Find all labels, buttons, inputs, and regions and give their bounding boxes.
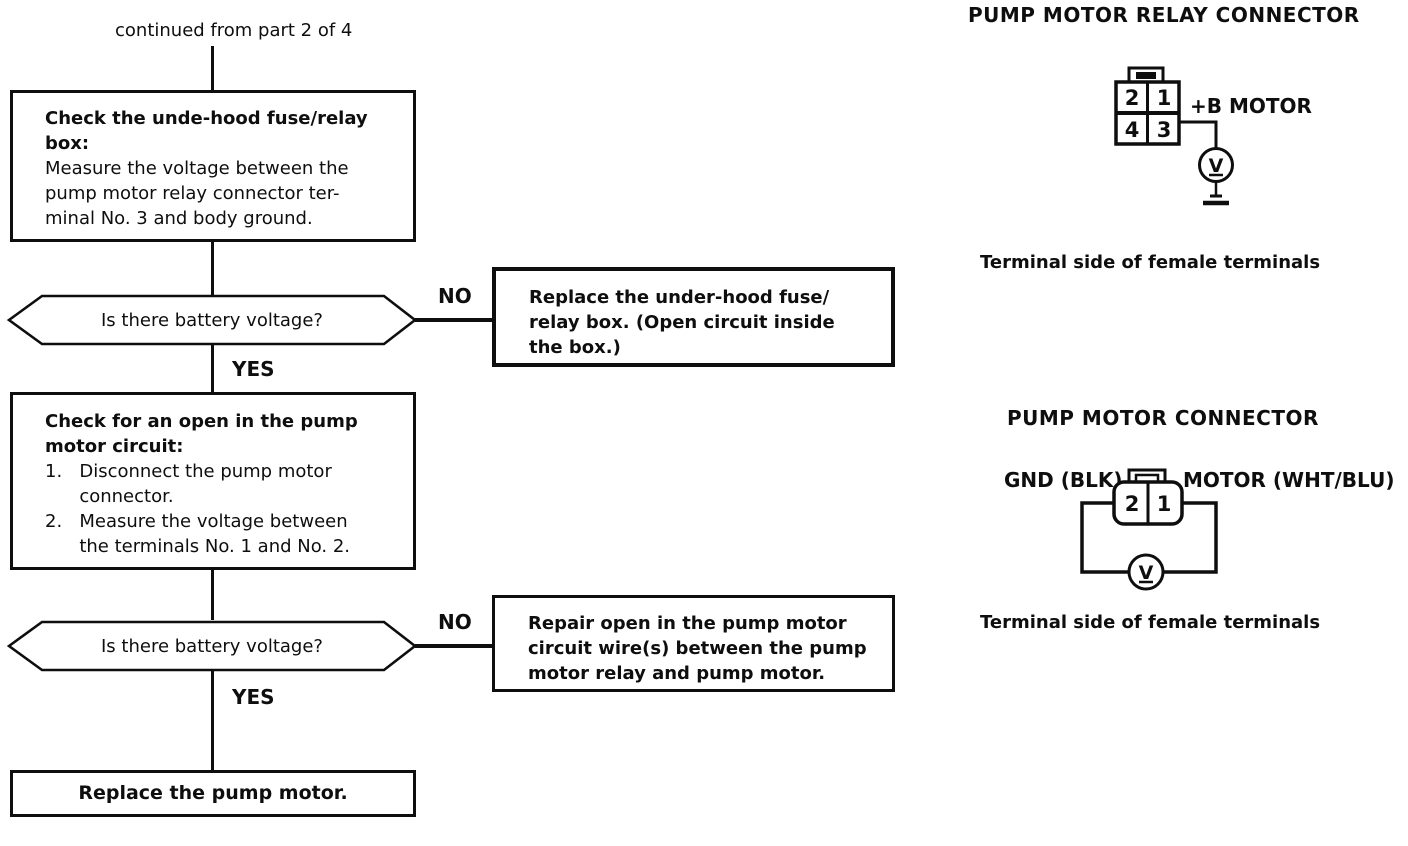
gnd-label: GND (BLK) [1004,468,1123,492]
flow-line [211,46,214,91]
flow-line [211,345,214,393]
motor-wire [1163,501,1218,574]
decision-battery-voltage-2: Is there battery voltage? [6,619,418,673]
yes-label: YES [232,357,275,381]
box-body-lines: Replace the under-hood fuse/relay box. (… [529,287,835,358]
gnd-wire [1080,501,1129,574]
terminal-2: 2 [1125,86,1140,110]
decision-question: Is there battery voltage? [101,309,323,331]
motor-label: MOTOR (WHT/BLU) [1183,468,1395,492]
yes-label: YES [232,685,275,709]
pump-connector-diagram: 2 1 V [1080,468,1218,591]
b-motor-label: +B MOTOR [1190,94,1312,118]
box-text: Replace the pump motor. [78,782,348,804]
terminal-1: 1 [1157,492,1172,516]
terminal-1: 1 [1157,86,1172,110]
flow-line [211,671,214,771]
relay-connector-diagram: 2 1 4 3 V [1114,66,1234,206]
no-label: NO [438,284,472,308]
box-step-lines: 1. Disconnect the pump motor connector.2… [45,461,351,557]
decision-hexagon-shape [6,294,418,346]
flow-line [211,240,214,295]
no-branch-line [415,644,493,648]
pump-connector-heading: PUMP MOTOR CONNECTOR [1007,406,1319,430]
voltmeter-icon [1127,553,1165,591]
voltmeter-label: V [1209,155,1224,177]
terminal-2: 2 [1125,492,1140,516]
decision-hexagon-shape [6,620,418,672]
continued-from-label: continued from part 2 of 4 [115,20,353,41]
terminal-4: 4 [1125,118,1140,142]
connector-tab-detail [1136,72,1156,79]
no-branch-line [415,318,493,322]
action-box-replace-pump-motor: Replace the pump motor. [10,770,416,817]
terminal-3: 3 [1157,118,1172,142]
relay-connector-caption: Terminal side of female terminals [980,252,1321,273]
relay-connector-heading: PUMP MOTOR RELAY CONNECTOR [968,3,1360,27]
flow-line [211,567,214,620]
decision-question: Is there battery voltage? [101,635,323,657]
probe-wire [1179,120,1218,148]
pump-connector-caption: Terminal side of female terminals [980,612,1321,633]
voltmeter-label: V [1139,562,1154,584]
no-label: NO [438,610,472,634]
action-box-replace-fuse-box: Replace the under-hood fuse/relay box. (… [492,267,895,367]
decision-battery-voltage-1: Is there battery voltage? [6,293,418,347]
